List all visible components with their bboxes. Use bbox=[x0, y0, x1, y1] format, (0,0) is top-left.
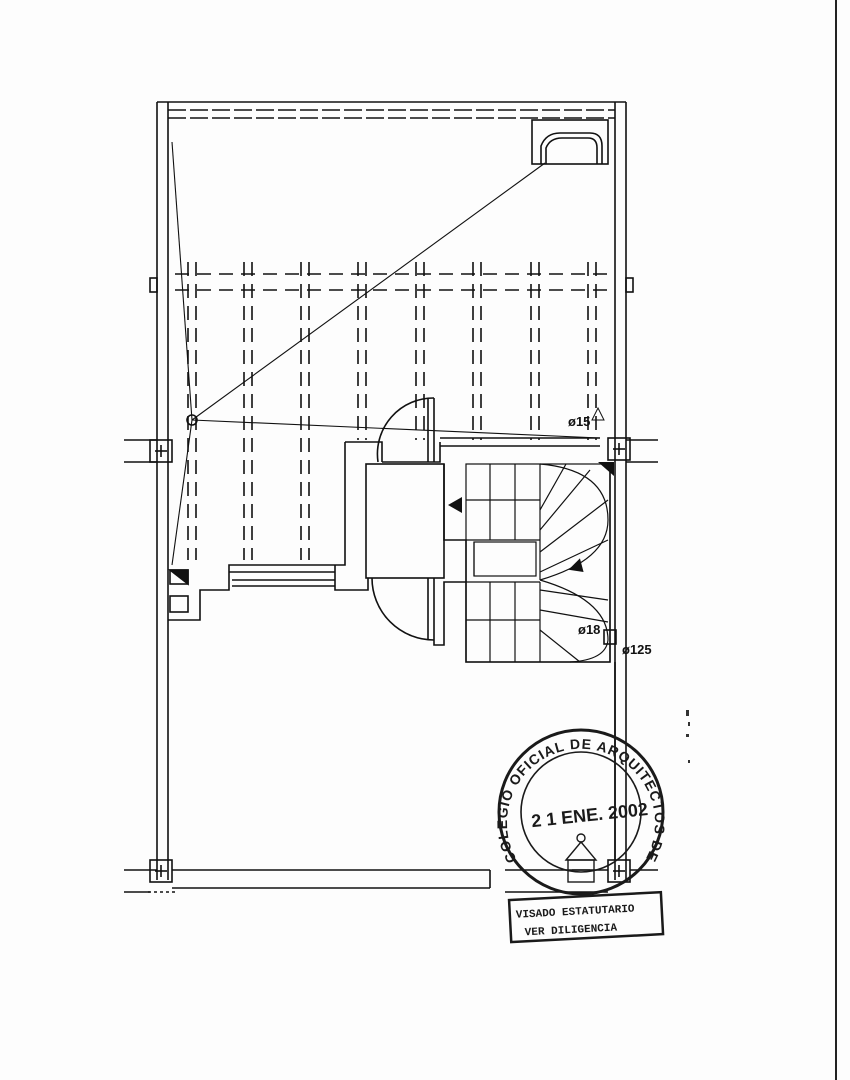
top-window-band bbox=[168, 109, 615, 119]
label-ventilation-top: ø15 bbox=[568, 414, 590, 429]
chimney-unit bbox=[531, 119, 609, 165]
diagonal-lines bbox=[171, 141, 601, 566]
svg-text:COLEGIO OFICIAL DE ARQUITECTOS: COLEGIO OFICIAL DE ARQUITECTOS DE MALAGA bbox=[0, 0, 667, 866]
label-stair-inner: ø18 bbox=[578, 622, 600, 637]
staircase bbox=[465, 463, 611, 663]
hall-walls bbox=[168, 441, 611, 663]
pergola-vertical-posts bbox=[187, 262, 597, 560]
door-swing-lower bbox=[371, 577, 435, 641]
edge-marks bbox=[686, 710, 690, 763]
pergola-horizontal-beams bbox=[175, 273, 612, 291]
structural-columns bbox=[149, 437, 631, 883]
label-stair-outer: ø125 bbox=[622, 642, 652, 657]
outer-walls bbox=[149, 101, 634, 880]
architects-college-stamp: COLEGIO OFICIAL DE ARQUITECTOS DE MALAGA… bbox=[0, 0, 667, 896]
stair-arrows bbox=[448, 406, 614, 572]
bottom-wall bbox=[124, 869, 658, 893]
visado-line-2: VER DILIGENCIA bbox=[525, 922, 618, 939]
stamp-ring-text: COLEGIO OFICIAL DE ARQUITECTOS DE MALAGA bbox=[0, 0, 667, 866]
left-wall-details bbox=[167, 569, 617, 645]
visado-box: VISADO ESTATUTARIO VER DILIGENCIA bbox=[507, 890, 665, 944]
door-swing-upper bbox=[376, 397, 435, 463]
diagonal-pivot bbox=[186, 414, 198, 426]
stamp-date: 2 1 ENE. 2002 bbox=[530, 799, 649, 831]
middle-wall bbox=[124, 437, 658, 463]
crest-icon bbox=[564, 833, 598, 883]
